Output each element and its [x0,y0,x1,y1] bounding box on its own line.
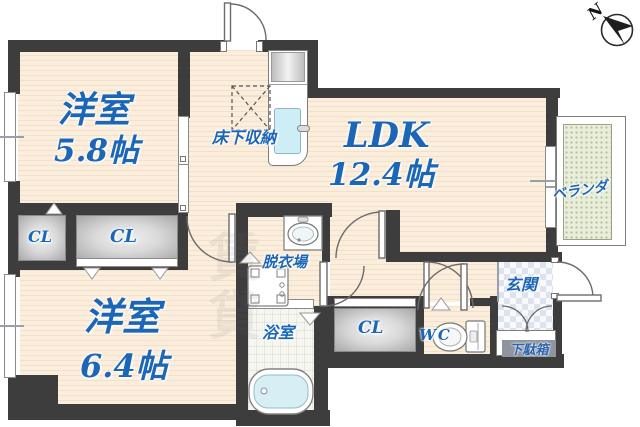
wall-wc-top [470,298,498,306]
veranda-label-leader [530,180,566,182]
bedroom1-name: 洋室 [58,89,131,131]
wall-top-ldk [306,88,560,98]
closet1-box [18,215,66,261]
wall-hall-chunk [386,210,400,262]
door-post [551,257,559,263]
veranda-window-divider [546,186,555,188]
door-post [256,41,263,52]
bedroom1-sliding-door-2 [178,164,189,213]
bathroom-label: 浴室 [262,323,295,342]
wall-left-a [8,40,20,94]
window-left-lower-tick [0,325,24,327]
door-post [551,293,559,299]
wall-bottom-left [8,404,244,420]
closet3-label: CL [358,318,384,338]
ldk-size: 12.4帖 [328,157,435,193]
dressing-room-label: 脱衣場 [262,253,308,271]
entrance-tile [498,262,553,332]
wall-right-upper [546,98,558,146]
bedroom2-name: 洋室 [84,294,161,339]
closet2-sliding-doors [76,258,178,267]
bedroom1-size: 5.8帖 [54,133,139,169]
wall-bedroom1-kitchen [178,40,190,118]
entrance-label: 玄関 [505,275,538,294]
wall-ldk-bottom [400,252,562,262]
closet3-box [334,308,416,352]
shoe-cabinet-badge: 下駄箱 [502,340,556,358]
wall-step-vertical [306,40,318,98]
kitchen-upper-unit [271,52,305,82]
hall-closet-sliding-doors [334,298,416,307]
watermark-text: 賃貸 [199,230,260,346]
underfloor-storage-label: 床下収納 [212,128,277,147]
sliding-door-handle [180,205,186,211]
wc-label: WC [419,326,452,344]
closet2-label: CL [110,226,137,247]
door-post [220,41,227,52]
north-compass [600,13,634,47]
closet1-label: CL [28,227,52,246]
wall-dressing-top [236,203,332,217]
entrance-hall-boundary [497,262,499,302]
kitchen-sink [274,108,301,154]
front-door [556,261,602,302]
bedroom2-size: 6.4帖 [80,347,168,385]
wall-wc-right [490,296,498,356]
sliding-door-handle [180,156,186,162]
window-left-upper-tick [0,136,24,138]
wall-bathroom-right [314,306,328,414]
bedroom1-floor [18,50,180,208]
hall-doorway-floor [330,210,388,256]
wall-right-entrance [553,296,562,358]
wall-dressing-right [322,210,330,262]
kitchen-faucet [297,125,310,132]
wall-top-kitchen [258,40,318,52]
entry-door-kitchen-top [223,2,267,42]
shoe-cabinet-label: 下駄箱 [509,343,549,358]
veranda-area [563,124,612,240]
ldk-name: LDK [344,115,430,156]
kitchen-counter-divider [269,84,307,85]
wall-top-left [8,40,226,52]
north-label: N [583,0,608,24]
